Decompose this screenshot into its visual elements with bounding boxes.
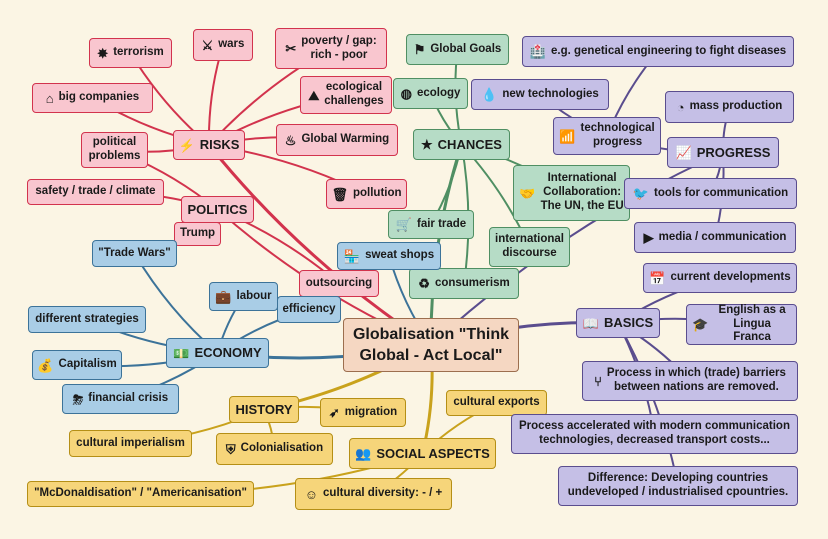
- node-safety-trade-climate[interactable]: safety / trade / climate: [27, 179, 164, 205]
- droplet-icon: 💧: [481, 87, 498, 102]
- house-icon: ⌂: [45, 90, 54, 106]
- node-global-goals[interactable]: ⚑Global Goals: [406, 34, 509, 65]
- face-icon: ☺: [304, 486, 319, 502]
- node-tools-for-communication[interactable]: 🐦tools for communication: [624, 178, 797, 209]
- node-chances[interactable]: ★CHANCES: [413, 129, 510, 160]
- play-icon: ▶: [643, 230, 654, 245]
- scissors-icon: ✂: [285, 41, 297, 56]
- fire-icon: ♨: [284, 132, 297, 148]
- node-pollution[interactable]: 🗑pollution: [326, 179, 407, 209]
- connector-basics-difference: [617, 322, 679, 487]
- central-topic-line2: Global - Act Local": [359, 346, 503, 364]
- central-topic[interactable]: Globalisation "Think Global - Act Local": [343, 318, 519, 372]
- calendar-icon: 📅: [649, 270, 666, 286]
- node-difference[interactable]: Difference: Developing countries undevel…: [558, 466, 798, 506]
- star-icon: ★: [421, 137, 433, 152]
- node-current-developments[interactable]: 📅current developments: [643, 263, 797, 293]
- shop-icon: 🏪: [343, 248, 361, 264]
- node-cultural-diversity[interactable]: ☺cultural diversity: - / +: [295, 478, 452, 510]
- node-process-barriers[interactable]: ⑂Process in which (trade) barriers betwe…: [582, 361, 798, 401]
- trash-icon: 🗑: [331, 186, 348, 202]
- node-trump[interactable]: Trump: [174, 222, 221, 246]
- node-new-technologies[interactable]: 💧new technologies: [471, 79, 609, 110]
- node-cultural-imperialism[interactable]: cultural imperialism: [69, 430, 192, 457]
- node-big-companies[interactable]: ⌂big companies: [32, 83, 153, 113]
- node-ecology[interactable]: ◍ecology: [393, 78, 468, 109]
- book-icon: 📖: [582, 315, 600, 331]
- node-sweat-shops[interactable]: 🏪sweat shops: [337, 242, 441, 270]
- briefcase-icon: 💼: [215, 289, 232, 304]
- node-colonialisation[interactable]: ⛨Colonialisation: [216, 433, 333, 465]
- node-international-discourse[interactable]: international discourse: [489, 227, 570, 267]
- handshake-icon: 🤝: [519, 185, 536, 201]
- node-technological-progress[interactable]: 📶technological progress: [553, 117, 661, 155]
- cart-icon: 🛒: [395, 217, 412, 232]
- shield-icon: ⛨: [225, 441, 236, 457]
- node-process-accelerated[interactable]: Process accelerated with modern communic…: [511, 414, 798, 454]
- recycle-icon: ♻: [418, 276, 430, 291]
- node-social-aspects[interactable]: 👥SOCIAL ASPECTS: [349, 438, 496, 469]
- node-trade-wars[interactable]: "Trade Wars": [92, 240, 177, 267]
- central-topic-line1: Globalisation "Think: [352, 326, 510, 344]
- node-consumerism[interactable]: ♻consumerism: [409, 268, 519, 299]
- node-international-collaboration[interactable]: 🤝International Collaboration: The UN, th…: [513, 165, 630, 221]
- node-politics[interactable]: POLITICS: [181, 196, 254, 223]
- explosion-icon: ✸: [97, 45, 109, 61]
- pie-icon: ◔: [676, 99, 685, 115]
- node-terrorism[interactable]: ✸terrorism: [89, 38, 172, 68]
- node-mass-production[interactable]: ◔mass production: [665, 91, 794, 123]
- node-genetical-engineering[interactable]: 🏥e.g. genetical engineering to fight dis…: [522, 36, 794, 67]
- coins-icon: 💰: [37, 357, 54, 373]
- node-efficiency[interactable]: efficiency: [277, 296, 341, 323]
- hospital-icon: 🏥: [529, 44, 546, 59]
- node-english-lingua-franca[interactable]: 🎓English as a Lingua Franca: [686, 304, 797, 345]
- lightning-icon: ⚡: [178, 137, 195, 153]
- landscape-icon: ⛰: [308, 87, 320, 103]
- storm-icon: ⛈: [72, 391, 84, 407]
- checkered-flag-icon: ⚑: [413, 42, 426, 57]
- node-ecological-challenges[interactable]: ⛰ecological challenges: [300, 76, 392, 114]
- node-basics[interactable]: 📖BASICS: [576, 308, 660, 338]
- node-mcdonaldisation[interactable]: "McDonaldisation" / "Americanisation": [27, 481, 254, 507]
- money-icon: 💵: [173, 345, 190, 361]
- node-media-communication[interactable]: ▶media / communication: [634, 222, 796, 253]
- node-different-strategies[interactable]: different strategies: [28, 306, 146, 333]
- node-migration[interactable]: ➶migration: [320, 398, 406, 427]
- node-outsourcing[interactable]: outsourcing: [299, 270, 379, 297]
- globe-icon: ◍: [400, 86, 412, 101]
- node-fair-trade[interactable]: 🛒fair trade: [388, 210, 474, 239]
- chart-icon: 📈: [675, 145, 692, 160]
- node-risks[interactable]: ⚡RISKS: [173, 130, 245, 160]
- people-icon: 👥: [355, 446, 372, 461]
- node-poverty[interactable]: ✂poverty / gap: rich - poor: [275, 28, 387, 69]
- node-economy[interactable]: 💵ECONOMY: [166, 338, 269, 368]
- node-capitalism[interactable]: 💰Capitalism: [32, 350, 122, 380]
- node-political-problems[interactable]: political problems: [81, 132, 148, 168]
- wifi-icon: 📶: [559, 128, 576, 144]
- bird-icon: 🐦: [632, 186, 649, 201]
- node-progress[interactable]: 📈PROGRESS: [667, 137, 779, 168]
- node-labour[interactable]: 💼labour: [209, 282, 278, 311]
- migration-icon: ➶: [328, 405, 340, 420]
- sword-icon: ⚔: [201, 37, 214, 53]
- node-history[interactable]: HISTORY: [229, 396, 299, 423]
- node-financial-crisis[interactable]: ⛈financial crisis: [62, 384, 179, 414]
- cap-icon: 🎓: [692, 317, 709, 332]
- node-wars[interactable]: ⚔wars: [193, 29, 253, 61]
- merge-icon: ⑂: [594, 373, 602, 389]
- node-cultural-exports[interactable]: cultural exports: [446, 390, 547, 416]
- node-global-warming[interactable]: ♨Global Warming: [276, 124, 398, 156]
